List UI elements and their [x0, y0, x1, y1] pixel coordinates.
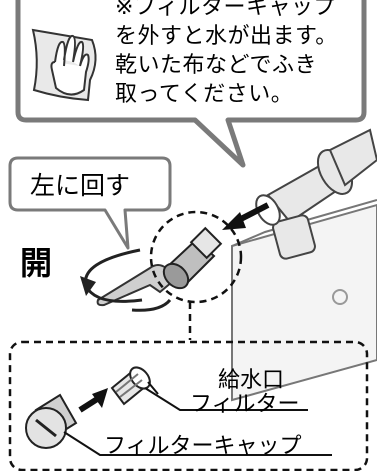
screw-icon [332, 289, 348, 305]
open-label: 開 [20, 244, 53, 282]
wrench-icon [96, 264, 174, 307]
leader-inlet-filter [144, 387, 308, 411]
filter-cap-on-unit [162, 226, 223, 290]
note-line-4: 取ってください。 [115, 82, 294, 107]
cloth-hand-icon [31, 28, 97, 102]
turn-left-label: 左に回す [30, 171, 131, 200]
note-bubble [15, 0, 367, 168]
filter-cap-icon [25, 393, 78, 449]
detail-circle [149, 210, 243, 304]
turn-callout-bubble [8, 156, 172, 250]
inlet-filter-label-2: フィルター [190, 392, 300, 417]
note-line-1: ※フィルターキャップ [115, 0, 336, 20]
inlet-filter-icon [110, 366, 151, 406]
valve-fitting [255, 128, 377, 260]
leader-filter-cap [63, 431, 332, 456]
parts-detail-box [8, 340, 369, 471]
note-line-2: を外すと水が出ます。 [115, 24, 338, 49]
inlet-filter-label-1: 給水口 [218, 368, 285, 393]
note-line-3: 乾いた布などでふき [115, 53, 318, 78]
filter-cap-label: フィルターキャップ [104, 434, 302, 459]
appliance-body [231, 203, 377, 402]
